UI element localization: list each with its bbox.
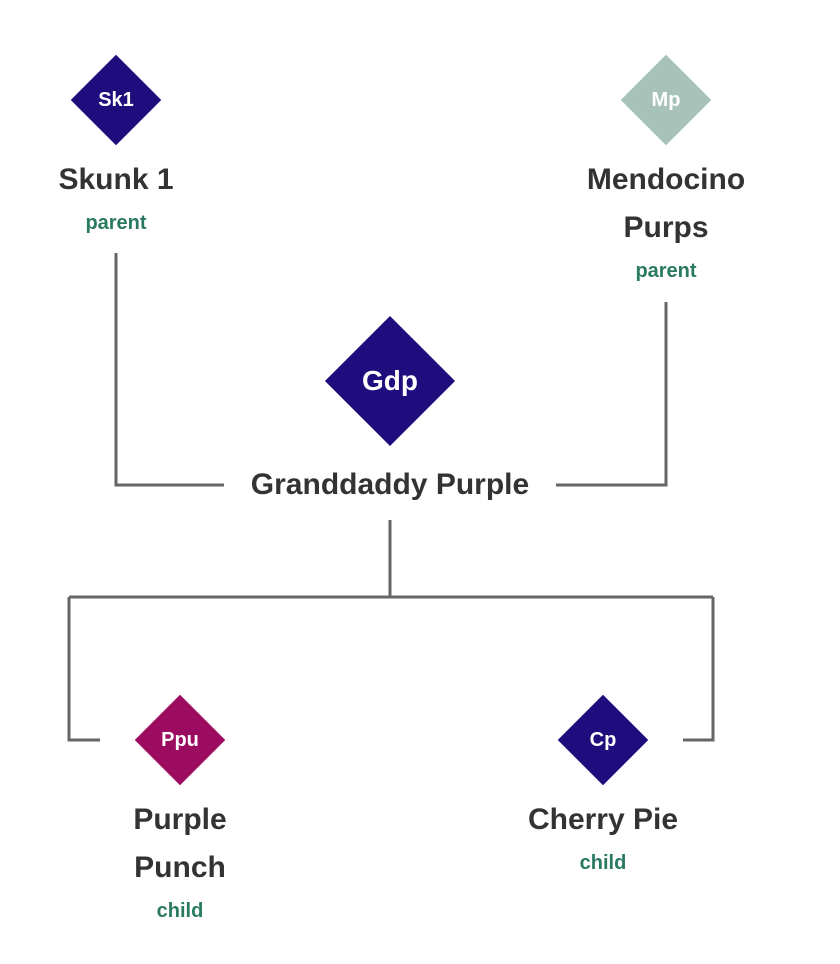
purple-punch-abbr: Ppu (161, 728, 199, 751)
mendocino-node-icon[interactable]: Mp (620, 54, 712, 146)
granddaddy-abbr: Gdp (362, 365, 418, 396)
cherry-pie-abbr: Cp (589, 728, 617, 751)
purple-punch-name-line1: Purple (133, 803, 227, 836)
cherry-pie-node-icon[interactable]: Cp (557, 694, 649, 786)
purple-punch-name-line2: Punch (134, 851, 226, 884)
mendocino-role: parent (635, 260, 697, 282)
skunk1-name: Skunk 1 (58, 163, 174, 196)
skunk1-abbr: Sk1 (98, 88, 134, 111)
skunk1-node-icon[interactable]: Sk1 (70, 54, 162, 146)
purple-punch-node-icon[interactable]: Ppu (134, 694, 226, 786)
mendocino-name-line1: Mendocino (586, 163, 746, 196)
purple-punch-role: child (156, 900, 204, 922)
connector-cherry-pie (683, 597, 715, 742)
connector-skunk1 (114, 253, 224, 487)
granddaddy-name: Granddaddy Purple (250, 468, 530, 501)
mendocino-name-line2: Purps (623, 211, 709, 244)
skunk1-role: parent (85, 212, 147, 234)
cherry-pie-name: Cherry Pie (527, 803, 679, 836)
connector-mendocino (556, 302, 668, 487)
connector-purple-punch (67, 597, 100, 742)
granddaddy-node-icon[interactable]: Gdp (324, 315, 456, 447)
cherry-pie-role: child (579, 852, 627, 874)
mendocino-abbr: Mp (651, 88, 681, 111)
